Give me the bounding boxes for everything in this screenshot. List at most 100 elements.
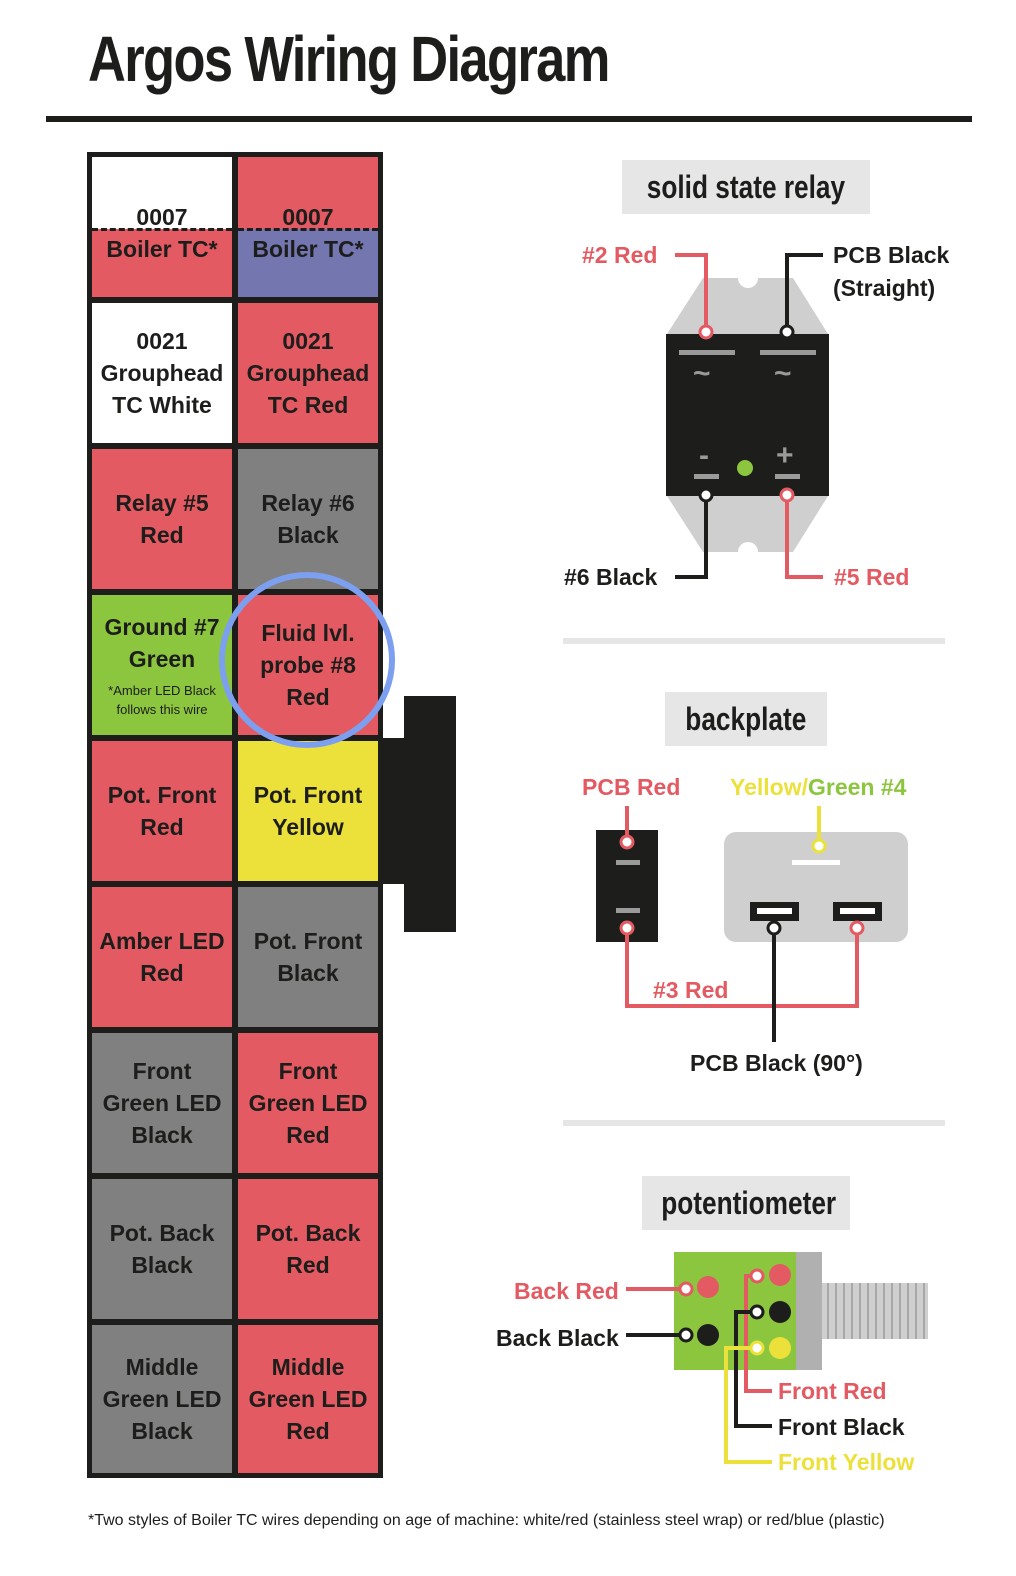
relay-plus-symbol: +	[776, 439, 794, 472]
backplate-wire-3-red	[625, 928, 859, 1008]
pin-number: 0007	[136, 204, 188, 230]
pin-relay-6-black[interactable]: Relay #6 Black	[238, 449, 378, 589]
backplate-plug-slot	[792, 860, 840, 865]
potentiometer-front-red-pad	[769, 1264, 791, 1286]
relay-label-pcb-black: PCB Black	[833, 242, 950, 268]
relay-terminal-bar	[694, 474, 719, 479]
potentiometer-front-black-pad	[769, 1301, 791, 1323]
backplate-label-green-4: Green #4	[807, 774, 907, 800]
backplate-plug-pin-inner	[757, 908, 792, 914]
relay-heading: solid state relay	[622, 160, 870, 214]
pin-amber-led-red[interactable]: Amber LED Red	[92, 887, 232, 1027]
pin-pot-front-yellow[interactable]: Pot. Front Yellow	[238, 741, 378, 881]
split-dash-line	[238, 228, 378, 231]
relay-terminal-point	[698, 487, 714, 503]
connector-latch-stem	[380, 738, 406, 884]
pin-label-line: Front	[278, 1058, 338, 1084]
pin-middle-green-led-black[interactable]: Middle Green LED Black	[92, 1325, 232, 1473]
pin-label-line: Green LED	[248, 1386, 368, 1412]
pin-pot-back-black[interactable]: Pot. Back Black	[92, 1179, 232, 1319]
potentiometer-terminal-point	[678, 1327, 694, 1343]
footnote: *Two styles of Boiler TC wires depending…	[88, 1512, 885, 1529]
pin-label-line: Red	[286, 1122, 330, 1148]
section-divider	[563, 638, 945, 644]
pin-label-line: Red	[140, 960, 184, 986]
pin-label-line: 0021	[136, 328, 188, 354]
potentiometer-shaft-knurl	[827, 1283, 925, 1339]
pin-label-line: Yellow	[272, 814, 344, 840]
pin-label-line: Amber LED	[99, 928, 225, 954]
pin-label-line: Pot. Front	[253, 782, 363, 808]
relay-label-2-red: #2 Red	[582, 242, 658, 268]
potentiometer-label-back-red: Back Red	[514, 1278, 619, 1304]
connector-grid: 0007 Boiler TC* 0007 Boiler TC* 0021 Gro…	[87, 152, 383, 1478]
connector-latch	[404, 696, 456, 932]
pin-front-green-led-red[interactable]: Front Green LED Red	[238, 1033, 378, 1173]
pin-label: Boiler TC*	[106, 236, 218, 262]
relay-ac-symbol: ~	[693, 357, 711, 390]
relay-label-straight: (Straight)	[833, 275, 936, 301]
backplate-terminal-point	[849, 920, 865, 936]
pin-boiler-tc-white-red[interactable]: 0007 Boiler TC*	[92, 157, 232, 297]
backplate-terminal-bar	[616, 908, 640, 913]
potentiometer-housing	[796, 1252, 822, 1370]
relay-terminal-point	[779, 324, 795, 340]
backplate-terminal-point	[766, 920, 782, 936]
potentiometer-terminal-point	[749, 1304, 765, 1320]
pin-label-line: TC Red	[267, 392, 349, 418]
relay-terminal-bar	[679, 350, 735, 355]
pin-middle-green-led-red[interactable]: Middle Green LED Red	[238, 1325, 378, 1473]
pin-grouphead-tc-white[interactable]: 0021 Grouphead TC White	[92, 303, 232, 443]
pin-label-line: Front	[132, 1058, 192, 1084]
relay-status-led	[737, 460, 753, 476]
pin-label-line: Grouphead	[100, 360, 224, 386]
potentiometer-terminal-point	[678, 1281, 694, 1297]
potentiometer-front-yellow-pad	[769, 1337, 791, 1359]
backplate-label-yellow-green: Yellow/Green #4	[730, 771, 906, 803]
pin-grouphead-tc-red[interactable]: 0021 Grouphead TC Red	[238, 303, 378, 443]
relay-wire-6-black	[675, 495, 708, 579]
backplate-terminal-point	[619, 834, 635, 850]
pin-label: Boiler TC*	[252, 236, 364, 262]
pin-relay-5-red[interactable]: Relay #5 Red	[92, 449, 232, 589]
pin-boiler-tc-red-blue[interactable]: 0007 Boiler TC*	[238, 157, 378, 297]
relay-label-5-red: #5 Red	[834, 564, 910, 590]
pin-front-green-led-black[interactable]: Front Green LED Black	[92, 1033, 232, 1173]
pin-label-line: Green LED	[102, 1386, 222, 1412]
backplate-heading: backplate	[665, 692, 827, 746]
potentiometer-label-back-black: Back Black	[496, 1325, 619, 1351]
pin-label-line: Pot. Back	[109, 1220, 215, 1246]
relay-wire-pcb-black	[785, 253, 823, 332]
potentiometer-terminal-point	[749, 1268, 765, 1284]
pin-ground-7-green[interactable]: Ground #7 Green *Amber LED Black follows…	[92, 595, 232, 735]
pin-label-line: Green	[128, 646, 196, 672]
pin-label-line: Red	[140, 522, 184, 548]
pin-pot-front-black[interactable]: Pot. Front Black	[238, 887, 378, 1027]
title-divider	[46, 116, 972, 122]
page-title: Argos Wiring Diagram	[88, 23, 610, 95]
pin-label-line: Red	[286, 1252, 330, 1278]
pin-label-line: Ground #7	[104, 614, 220, 640]
pin-label-line: Grouphead	[246, 360, 370, 386]
potentiometer-wire-front-yellow	[724, 1346, 772, 1464]
potentiometer-shaft	[820, 1283, 928, 1339]
backplate-terminal-point	[619, 920, 635, 936]
pin-number: 0007	[282, 204, 334, 230]
backplate-terminal-bar	[616, 860, 640, 865]
pin-pot-back-red[interactable]: Pot. Back Red	[238, 1179, 378, 1319]
relay-ac-symbol: ~	[774, 357, 792, 390]
backplate-label-pcb-red: PCB Red	[582, 774, 681, 800]
potentiometer-back-black-pad	[697, 1324, 719, 1346]
relay-minus-symbol: -	[699, 439, 709, 472]
pin-label-line: Black	[277, 522, 339, 548]
pin-note-line: *Amber LED Black	[108, 683, 216, 698]
relay-wire-2-red	[675, 253, 708, 332]
potentiometer-label-front-yellow: Front Yellow	[778, 1449, 915, 1475]
pin-label-line: Middle	[125, 1354, 199, 1380]
pin-pot-front-red[interactable]: Pot. Front Red	[92, 741, 232, 881]
relay-terminal-bar	[775, 474, 800, 479]
relay-wire-5-red	[785, 495, 823, 579]
